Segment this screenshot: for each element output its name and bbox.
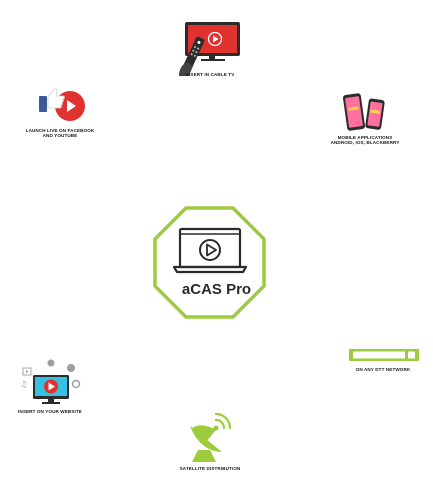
set-top-box-icon [349, 349, 419, 361]
cable-tv-label: INSERT IN CABLE TV [185, 72, 235, 77]
mobile-label: MOBILE APPLICATIONS ANDROID, IOS, BLACKB… [323, 135, 407, 146]
mobile-node [340, 92, 388, 134]
website-node: ♫ [18, 356, 84, 406]
center-node [152, 205, 267, 320]
facebook-youtube-label-line1: LAUNCH LIVE ON FACEBOOK [25, 128, 95, 133]
monitor-play-icon: ♫ [20, 359, 81, 404]
laptop-play-icon [172, 227, 248, 274]
satellite-node [186, 412, 234, 464]
satellite-dish-icon [190, 412, 232, 462]
website-label: INSERT ON YOUR WEBSITE [18, 409, 82, 414]
facebook-youtube-node [36, 84, 88, 126]
dtt-node [348, 347, 420, 363]
dtt-label: ON ANY DTT NETWORK [355, 367, 411, 372]
satellite-label: SATELLITE DISTRIBUTION [179, 466, 241, 471]
smartphones-icon [342, 93, 385, 131]
thumbs-up-play-icon [39, 88, 85, 121]
facebook-youtube-label-line2: AND YOUTUBE [42, 133, 78, 139]
mobile-label-line1: MOBILE APPLICATIONS [337, 135, 393, 140]
svg-text:♫: ♫ [20, 380, 27, 389]
cable-tv-node [175, 20, 245, 78]
center-octagon [153, 206, 266, 319]
center-title: aCAS Pro [181, 281, 252, 298]
facebook-youtube-label: LAUNCH LIVE ON FACEBOOK AND YOUTUBE [20, 128, 100, 139]
tv-remote-icon [179, 22, 240, 76]
mobile-label-line2: ANDROID, IOS, BLACKBERRY [330, 140, 400, 146]
